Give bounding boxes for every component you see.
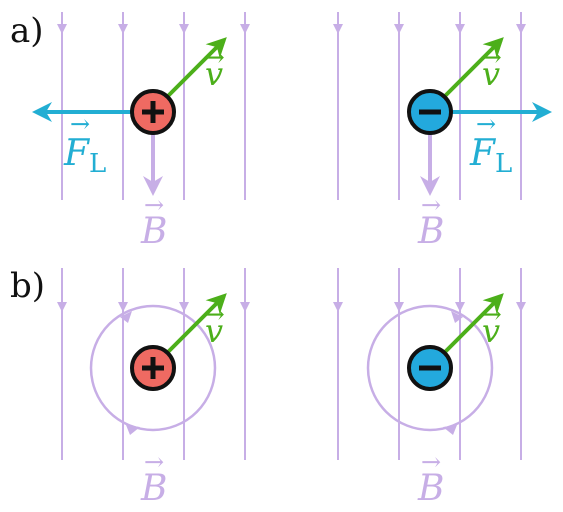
- positive-charge: [130, 89, 176, 135]
- force-symbol: FL: [469, 133, 512, 179]
- vector-arrow-icon: →: [70, 110, 90, 138]
- velocity-arrow: [160, 293, 227, 360]
- vector-arrow-icon: →: [476, 110, 496, 138]
- vector-arrow-icon: →: [480, 43, 502, 73]
- velocity-symbol: v: [482, 55, 500, 93]
- orbit-path: [89, 304, 217, 432]
- positive-charge-orbit-b: v → B →: [89, 293, 227, 509]
- field-symbol: B: [417, 211, 444, 252]
- vector-arrow-icon: →: [203, 43, 225, 73]
- field-symbol: B: [140, 211, 167, 252]
- field-symbol: B: [417, 468, 444, 509]
- negative-charge: [407, 345, 453, 391]
- vector-arrow-icon: →: [144, 191, 164, 219]
- panel-b-label: b): [10, 266, 45, 306]
- velocity-symbol: v: [205, 312, 223, 350]
- velocity-arrow: [160, 37, 227, 104]
- orbit-arrow-icon: [120, 311, 132, 323]
- positive-charge-setup-a: v → FL → B →: [32, 37, 227, 252]
- orbit-path: [366, 304, 494, 432]
- velocity-symbol: v: [205, 55, 223, 93]
- velocity-symbol: v: [482, 312, 500, 350]
- orbit-arrow-icon: [451, 311, 463, 323]
- vector-arrow-icon: →: [421, 448, 441, 476]
- vector-arrow-icon: →: [144, 448, 164, 476]
- magnetic-field-lines: [57, 12, 526, 200]
- field-symbol: B: [140, 468, 167, 509]
- velocity-arrow: [437, 37, 504, 104]
- force-symbol: FL: [63, 133, 106, 179]
- panel-a: a) v → FL → B: [10, 11, 552, 252]
- orbit-arrow-icon: [443, 425, 457, 435]
- vector-arrow-icon: →: [203, 300, 225, 330]
- negative-charge-orbit-b: v → B →: [366, 293, 504, 509]
- magnetic-field-lines: [57, 268, 526, 460]
- positive-charge: [130, 345, 176, 391]
- orbit-arrow-icon: [126, 425, 140, 435]
- velocity-arrow: [437, 293, 504, 360]
- vector-arrow-icon: →: [480, 300, 502, 330]
- vector-arrow-icon: →: [421, 191, 441, 219]
- negative-charge-setup-a: v → FL → B →: [407, 37, 552, 252]
- panel-b: b) v → B →: [10, 266, 526, 509]
- panel-a-label: a): [10, 11, 44, 51]
- negative-charge: [407, 89, 453, 135]
